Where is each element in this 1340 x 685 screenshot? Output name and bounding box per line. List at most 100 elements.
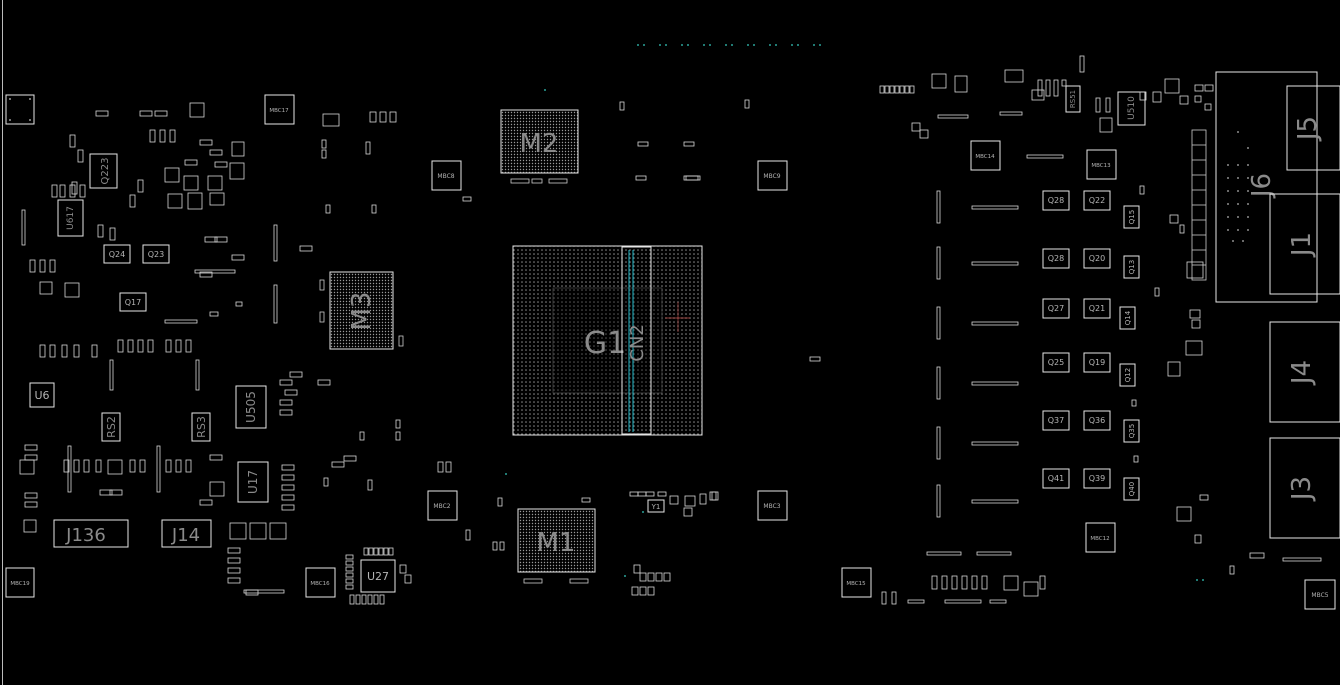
mosfet-q19[interactable]: Q19 bbox=[1083, 352, 1111, 373]
label-q40: Q40 bbox=[1128, 482, 1136, 496]
resistor-rs2[interactable]: RS2 bbox=[101, 412, 121, 442]
mbc-12[interactable]: MBC12 bbox=[1085, 522, 1116, 553]
label-mbc3: MBC3 bbox=[763, 503, 780, 510]
trace-segments bbox=[164, 111, 1322, 604]
passive-components bbox=[19, 55, 1265, 605]
label-q24: Q24 bbox=[109, 250, 125, 259]
label-g1: G1 bbox=[584, 326, 626, 361]
chip-u617[interactable]: U617 bbox=[57, 199, 84, 237]
mbc-2[interactable]: MBC2 bbox=[427, 490, 458, 521]
connector-pin-strip bbox=[1191, 129, 1207, 281]
mosfet-q25[interactable]: Q25 bbox=[1042, 352, 1070, 373]
connector-cn2[interactable]: CN2 bbox=[621, 246, 690, 435]
label-q22: Q22 bbox=[1089, 196, 1105, 205]
mosfet-q12[interactable]: Q12 bbox=[1119, 363, 1136, 387]
mosfet-q13[interactable]: Q13 bbox=[1123, 255, 1140, 279]
label-j1: J1 bbox=[1287, 232, 1317, 258]
label-mbc9: MBC9 bbox=[763, 173, 780, 180]
mbc-14[interactable]: MBC14 bbox=[970, 140, 1001, 171]
chip-q17[interactable]: Q17 bbox=[119, 292, 147, 312]
label-q13: Q13 bbox=[1128, 260, 1136, 274]
connector-j6[interactable]: J6 bbox=[1215, 71, 1318, 303]
chip-u510[interactable]: U510 bbox=[1117, 91, 1146, 126]
label-q28-top: Q28 bbox=[1048, 196, 1064, 205]
chip-u17[interactable]: U17 bbox=[237, 461, 269, 503]
resistor-rs3[interactable]: RS3 bbox=[191, 412, 211, 442]
chip-q223[interactable]: Q223 bbox=[89, 153, 118, 189]
label-y1: Y1 bbox=[651, 503, 661, 511]
label-rs3: RS3 bbox=[195, 416, 208, 438]
label-j3: J3 bbox=[1287, 476, 1317, 502]
connector-j5[interactable]: J5 bbox=[1286, 85, 1340, 171]
bga-m2[interactable]: M2 bbox=[500, 109, 579, 184]
mbc-13[interactable]: MBC13 bbox=[1086, 149, 1117, 180]
mosfet-q41[interactable]: Q41 bbox=[1042, 468, 1070, 489]
label-j136: J136 bbox=[65, 525, 106, 546]
label-q27: Q27 bbox=[1048, 304, 1064, 313]
crystal-y1[interactable]: Y1 bbox=[647, 499, 665, 513]
mosfet-q20[interactable]: Q20 bbox=[1083, 248, 1111, 269]
label-j5: J5 bbox=[1293, 116, 1323, 142]
label-m2: M2 bbox=[520, 129, 559, 159]
mbc-9[interactable]: MBC9 bbox=[757, 160, 788, 191]
bga-m3[interactable]: M3 bbox=[319, 271, 404, 350]
label-q35: Q35 bbox=[1128, 424, 1136, 438]
label-u6: U6 bbox=[34, 389, 49, 402]
label-u17: U17 bbox=[246, 470, 260, 494]
label-mbc14: MBC14 bbox=[975, 154, 995, 160]
connector-j4[interactable]: J4 bbox=[1269, 321, 1340, 423]
label-q36: Q36 bbox=[1089, 416, 1105, 425]
mosfet-q22[interactable]: Q22 bbox=[1083, 190, 1111, 211]
mosfet-q21[interactable]: Q21 bbox=[1083, 298, 1111, 319]
label-q19: Q19 bbox=[1089, 358, 1105, 367]
mbc-17[interactable]: MBC17 bbox=[264, 94, 295, 125]
label-u27: U27 bbox=[367, 570, 389, 583]
label-mbc17: MBC17 bbox=[269, 108, 289, 114]
chip-u505[interactable]: U505 bbox=[235, 385, 267, 429]
resistor-rs51[interactable]: RS51 bbox=[1065, 85, 1081, 113]
mbc-16[interactable]: MBC16 bbox=[305, 567, 336, 598]
label-q20: Q20 bbox=[1089, 254, 1105, 263]
mosfet-q37[interactable]: Q37 bbox=[1042, 410, 1070, 431]
label-j6: J6 bbox=[1247, 173, 1277, 199]
label-mbc2: MBC2 bbox=[433, 503, 450, 510]
chip-q24[interactable]: Q24 bbox=[103, 244, 131, 264]
mosfet-q28-second[interactable]: Q28 bbox=[1042, 248, 1070, 269]
mbc-15[interactable]: MBC15 bbox=[841, 567, 872, 598]
connector-j136[interactable]: J136 bbox=[53, 519, 129, 548]
label-mbc5: MBC5 bbox=[1311, 592, 1328, 599]
via-dots bbox=[505, 44, 1204, 581]
mosfet-q40[interactable]: Q40 bbox=[1123, 477, 1140, 501]
connector-j3[interactable]: J3 bbox=[1269, 437, 1340, 539]
label-q41: Q41 bbox=[1048, 474, 1064, 483]
label-q17: Q17 bbox=[125, 298, 141, 307]
mosfet-q27[interactable]: Q27 bbox=[1042, 298, 1070, 319]
label-q28-second: Q28 bbox=[1048, 254, 1064, 263]
connector-j14[interactable]: J14 bbox=[161, 519, 212, 548]
mosfet-q39[interactable]: Q39 bbox=[1083, 468, 1111, 489]
bga-m1[interactable]: M1 bbox=[517, 508, 596, 584]
label-u617: U617 bbox=[66, 206, 76, 230]
mbc-3[interactable]: MBC3 bbox=[757, 490, 788, 521]
label-m3: M3 bbox=[347, 292, 377, 331]
chip-u27[interactable]: U27 bbox=[360, 559, 396, 593]
label-rs51: RS51 bbox=[1069, 90, 1077, 108]
mbc-8[interactable]: MBC8 bbox=[431, 160, 462, 191]
mosfet-q35[interactable]: Q35 bbox=[1123, 419, 1140, 443]
label-j14: J14 bbox=[171, 525, 200, 546]
mbc-5[interactable]: MBC5 bbox=[1304, 579, 1336, 610]
label-q15: Q15 bbox=[1128, 210, 1136, 224]
chip-u6[interactable]: U6 bbox=[29, 382, 55, 408]
mounting-hole-top-left[interactable] bbox=[5, 94, 35, 125]
chip-q23[interactable]: Q23 bbox=[142, 244, 170, 264]
mbc-19[interactable]: MBC19 bbox=[5, 567, 35, 598]
mosfet-q36[interactable]: Q36 bbox=[1083, 410, 1111, 431]
bga-g1[interactable]: G1 bbox=[512, 245, 703, 436]
label-mbc19: MBC19 bbox=[10, 581, 30, 587]
mosfet-q14[interactable]: Q14 bbox=[1119, 306, 1136, 330]
label-q21: Q21 bbox=[1089, 304, 1105, 313]
mosfet-q28-top[interactable]: Q28 bbox=[1042, 190, 1070, 211]
connector-j1[interactable]: J1 bbox=[1269, 193, 1340, 295]
mosfet-q15[interactable]: Q15 bbox=[1123, 205, 1140, 229]
